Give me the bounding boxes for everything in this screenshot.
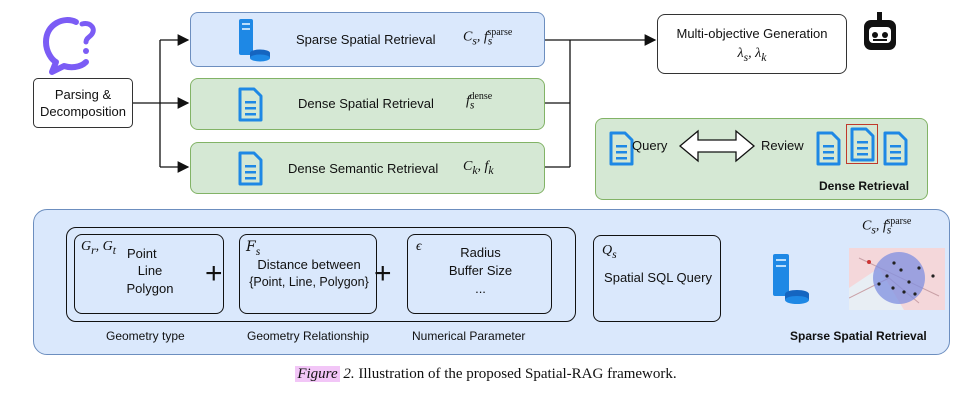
sparse-panel-title: Sparse Spatial Retrieval <box>790 329 927 343</box>
map-thumbnail <box>849 248 945 310</box>
parsing-decomposition-box: Parsing & Decomposition <box>33 78 133 128</box>
dense-spatial-label: Dense Spatial Retrieval <box>298 96 434 111</box>
spatial-sql-label: Spatial SQL Query <box>604 270 712 285</box>
review-document-icon <box>883 131 908 166</box>
review-document-icon <box>816 131 841 166</box>
selected-document-icon <box>850 127 875 162</box>
query-label: Query <box>632 138 668 153</box>
dense-semantic-label: Dense Semantic Retrieval <box>288 161 439 176</box>
figure-caption: Figure 2. Illustration of the proposed S… <box>0 366 972 383</box>
caption-text: Illustration of the proposed Spatial-RAG… <box>358 366 677 382</box>
dense-retrieval-title: Dense Retrieval <box>819 179 910 193</box>
numerical-item-ellipsis: ... <box>475 281 486 296</box>
document-icon <box>238 87 263 122</box>
relationship-line1: Distance between <box>257 257 361 272</box>
geometry-math: Gr, Gt <box>81 239 117 257</box>
generation-box: Multi-objective Generation λs, λk <box>657 14 847 74</box>
double-arrow-icon <box>678 129 756 163</box>
numerical-math: ϵ <box>416 239 422 254</box>
parsing-label-line1: Parsing & <box>54 87 112 102</box>
numerical-item-buffer: Buffer Size <box>448 263 513 278</box>
numerical-item-radius: Radius <box>460 245 501 260</box>
numerical-parameter-caption: Numerical Parameter <box>412 329 526 343</box>
dense-semantic-retrieval-box: Dense Semantic Retrieval Ck, fk <box>190 142 545 194</box>
sparse-retrieval-box: Sparse Spatial Retrieval Cs, fssparse <box>190 12 545 67</box>
geometry-type-box: Gr, Gt Point Line Polygon <box>74 234 224 314</box>
generation-params: λs, λk <box>737 46 767 64</box>
parsing-label-line2: Decomposition <box>40 104 126 119</box>
dense-spatial-retrieval-box: Dense Spatial Retrieval fsdense <box>190 78 545 130</box>
selected-document-highlight <box>846 124 878 164</box>
sparse-retrieval-label: Sparse Spatial Retrieval <box>296 32 436 47</box>
parameter-group <box>66 227 576 322</box>
database-server-icon <box>773 254 809 304</box>
database-server-icon <box>239 19 270 62</box>
geometry-item-polygon: Polygon <box>126 281 174 296</box>
sparse-panel-output: Cs, fssparse <box>862 216 912 237</box>
review-label: Review <box>761 138 804 153</box>
dense-semantic-output: Ck, fk <box>463 159 494 177</box>
dense-spatial-output: fsdense <box>466 91 493 112</box>
geometry-relationship-box: Fs Distance between {Point, Line, Polygo… <box>239 234 377 314</box>
sparse-retrieval-output: Cs, fssparse <box>463 27 513 48</box>
geometry-item-line: Line <box>137 263 163 278</box>
document-icon <box>238 151 263 186</box>
numerical-parameter-box: ϵ Radius Buffer Size ... <box>407 234 552 314</box>
query-document-icon <box>609 131 634 166</box>
dense-retrieval-panel: Query Review Dense Retrieval <box>595 118 928 200</box>
caption-figure-number: 2. <box>343 366 355 382</box>
plus-sign: + <box>205 257 223 290</box>
sparse-spatial-panel: Gr, Gt Point Line Polygon Geometry type … <box>33 209 950 355</box>
relationship-math: Fs <box>246 239 261 258</box>
spatial-sql-query-box: Qs Spatial SQL Query <box>593 235 721 322</box>
query-math: Qs <box>602 243 617 261</box>
relationship-line2: {Point, Line, Polygon} <box>249 275 369 289</box>
geometry-relationship-caption: Geometry Relationship <box>247 329 370 343</box>
plus-sign: + <box>374 257 392 290</box>
geometry-type-caption: Geometry type <box>106 329 185 343</box>
caption-figure-label: Figure <box>295 366 340 382</box>
generation-label: Multi-objective Generation <box>676 26 828 41</box>
geometry-item-point: Point <box>127 246 157 261</box>
